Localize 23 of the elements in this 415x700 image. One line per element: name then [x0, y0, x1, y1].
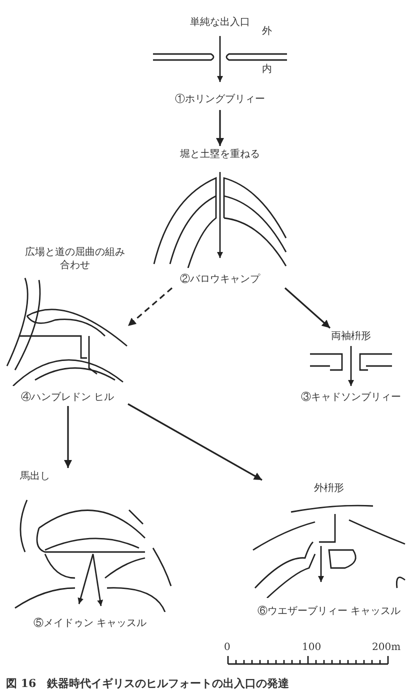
arrow: [127, 287, 173, 327]
stage-heading: 堀と土塁を重ねる: [179, 148, 261, 161]
scale-label: 200m: [372, 642, 401, 653]
site-name: ③キャドソンブリィー: [300, 390, 402, 404]
site-name: ①ホリングブリィー: [174, 92, 266, 106]
scale-label: 0: [224, 642, 230, 653]
arrow: [216, 110, 224, 146]
stage-heading: 単純な出入口: [189, 16, 251, 29]
arrow: [64, 406, 72, 468]
figure-caption: 図 16 鉄器時代イギリスのヒルフォートの出入口の発達: [6, 676, 290, 691]
site-name: ②バロウキャンプ: [179, 272, 262, 286]
arrow: [284, 287, 331, 329]
direction-label: 外: [262, 25, 272, 38]
scale-label: 100: [302, 642, 322, 653]
stage-heading: 馬出し: [19, 470, 51, 483]
direction-label: 内: [262, 62, 272, 76]
site-name: ⑤メイドゥン キャッスル: [32, 616, 148, 630]
arrow: [128, 403, 262, 481]
site-name: ④ハンブレドン ヒル: [20, 390, 116, 404]
stage-heading: 広場と道の屈曲の組み合わせ: [25, 246, 125, 272]
site-name: ⑥ウエザーブリィー キャッスル: [256, 604, 402, 618]
stage-heading: 外枡形: [313, 482, 345, 495]
stage-heading: 両袖枡形: [330, 330, 372, 343]
